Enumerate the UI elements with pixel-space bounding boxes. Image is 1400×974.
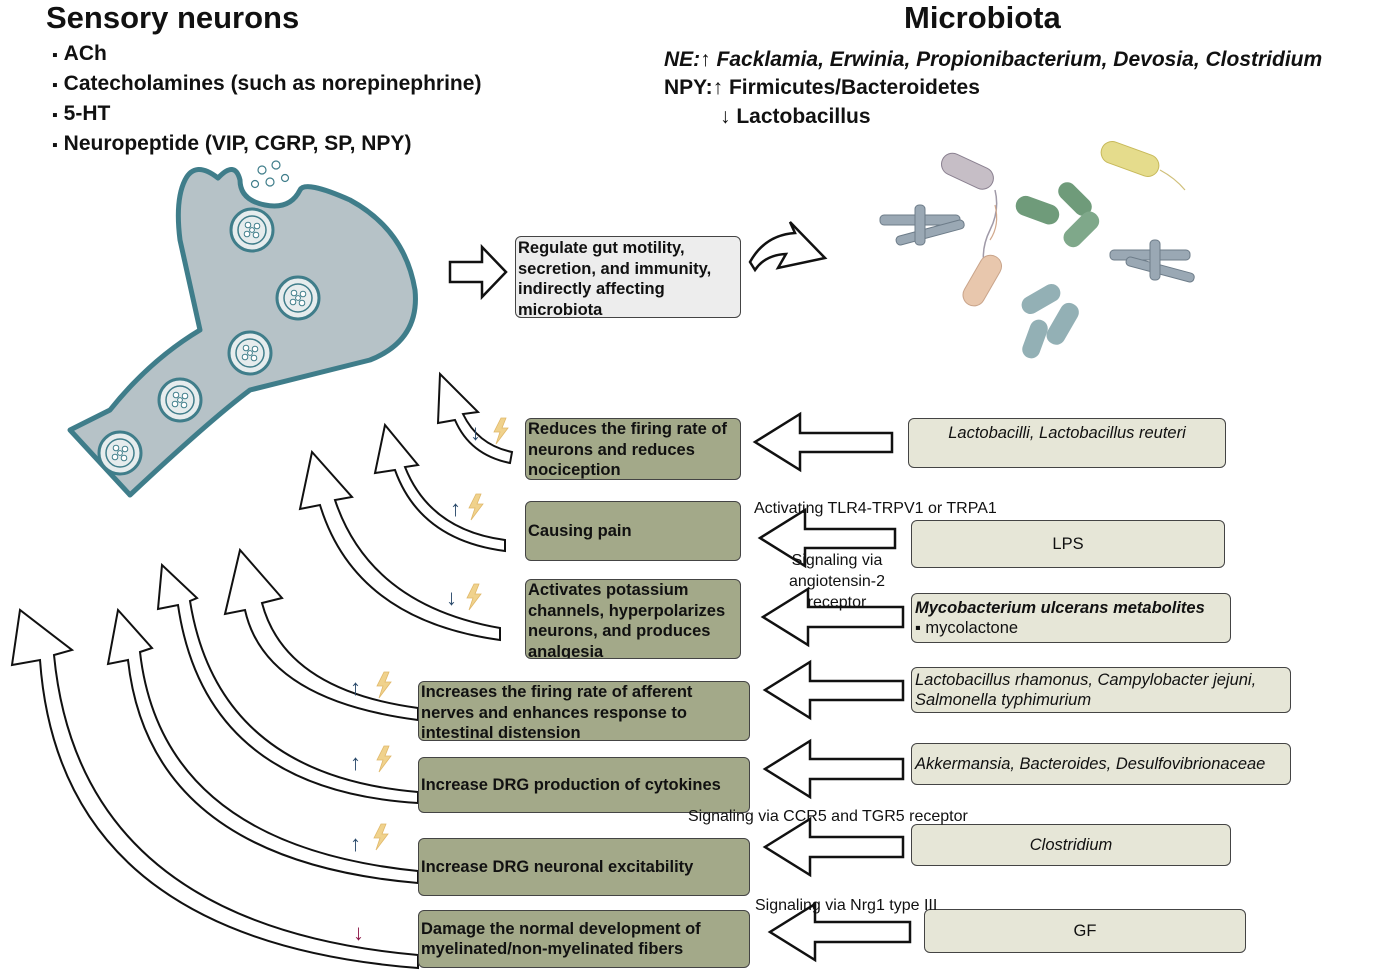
signaling-note: Activating TLR4-TRPV1 or TRPA1 [754,500,997,517]
source-sub: ▪ mycolactone [915,619,1019,637]
regulate-box: Regulate gut motility, secretion, and im… [515,236,741,318]
effect-text: Causing pain [528,521,632,540]
down-arrow-icon: ↓ [720,105,731,128]
npy-line: NPY:↑ Firmicutes/Bacteroidetes [664,76,980,100]
source-box: LPS [911,520,1225,568]
signaling-note: Signaling via Nrg1 type III [755,897,938,914]
list-item: Catecholamines (such as norepinephrine) [52,70,482,100]
down-arrow-icon: ↓ [446,585,457,610]
up-arrow-icon: ↑ [712,76,724,99]
bolt-icon [373,823,389,851]
effect-box: Activates potassium channels, hyperpolar… [525,579,741,659]
neurotransmitter-list: ACh Catecholamines (such as norepinephri… [52,40,482,160]
bolt-icon [376,745,392,773]
microbiota-title: Microbiota [904,0,1061,35]
npy-line-2: ↓ Lactobacillus [720,105,871,129]
list-item: 5-HT [52,100,481,130]
up-arrow-icon: ↑ [350,831,361,856]
effect-text: Increase DRG neuronal excitability [421,857,694,876]
effect-text: Activates potassium channels, hyperpolar… [528,581,726,659]
down-arrow-icon: ↓ [353,920,364,945]
ne-genera: Facklamia, Erwinia, Propionibacterium, D… [716,48,1323,71]
signaling-note: Signaling via angiotensin-2 receptor [788,552,886,611]
up-arrow-icon: ↑ [450,496,461,521]
list-item: ACh [52,40,481,70]
effect-box: Increase DRG production of cytokines [418,757,750,813]
source-title: Mycobacterium ulcerans metabolites [915,598,1205,617]
effect-text: Increase DRG production of cytokines [421,775,721,794]
down-arrow-icon: ↓ [470,420,481,445]
bacteria-illustration [879,141,1195,359]
sensory-neurons-title: Sensory neurons [46,0,300,35]
neuron-illustration [67,160,418,498]
neuron-to-box-arrow [448,243,508,301]
ne-line: NE:↑ Facklamia, Erwinia, Propionibacteri… [664,48,1322,72]
bolt-icon [468,493,484,521]
ne-prefix: NE: [664,48,701,71]
up-arrow-icon: ↑ [700,48,711,71]
source-box: Lactobacilli, Lactobacillus reuteri [908,418,1226,468]
effect-text: Damage the normal development of myelina… [421,919,701,959]
source-box: GF [924,909,1246,953]
bolt-icon [376,671,392,699]
up-arrow-icon: ↑ [350,675,361,700]
bolt-icon [493,417,509,445]
list-item: Neuropeptide (VIP, CGRP, SP, NPY) [52,130,481,160]
npy-prefix: NPY: [664,76,713,99]
feedback-curved-arrows [10,371,514,970]
box-to-microbiota-arrow [748,221,828,273]
effect-box: Causing pain [525,501,741,561]
npy2-text: Lactobacillus [736,105,871,128]
bolt-icon [466,583,482,611]
source-box: Lactobacillus rhamonus, Campylobacter je… [911,667,1291,713]
source-box: Mycobacterium ulcerans metabolites ▪ myc… [911,593,1231,643]
signaling-note: Signaling via CCR5 and TGR5 receptor [688,808,968,825]
effect-text: Reduces the firing rate of neurons and r… [528,420,727,479]
effect-box: Reduces the firing rate of neurons and r… [525,418,741,480]
npy-text: Firmicutes/Bacteroidetes [728,76,980,99]
effect-box: Increase DRG neuronal excitability [418,838,750,896]
up-arrow-icon: ↑ [350,750,361,775]
source-arrows [752,411,912,963]
effect-box: Increases the firing rate of afferent ne… [418,681,750,741]
effect-box: Damage the normal development of myelina… [418,910,750,968]
effect-text: Increases the firing rate of afferent ne… [421,683,693,741]
source-box: Akkermansia, Bacteroides, Desulfovibrion… [911,743,1291,785]
source-box: Clostridium [911,824,1231,866]
